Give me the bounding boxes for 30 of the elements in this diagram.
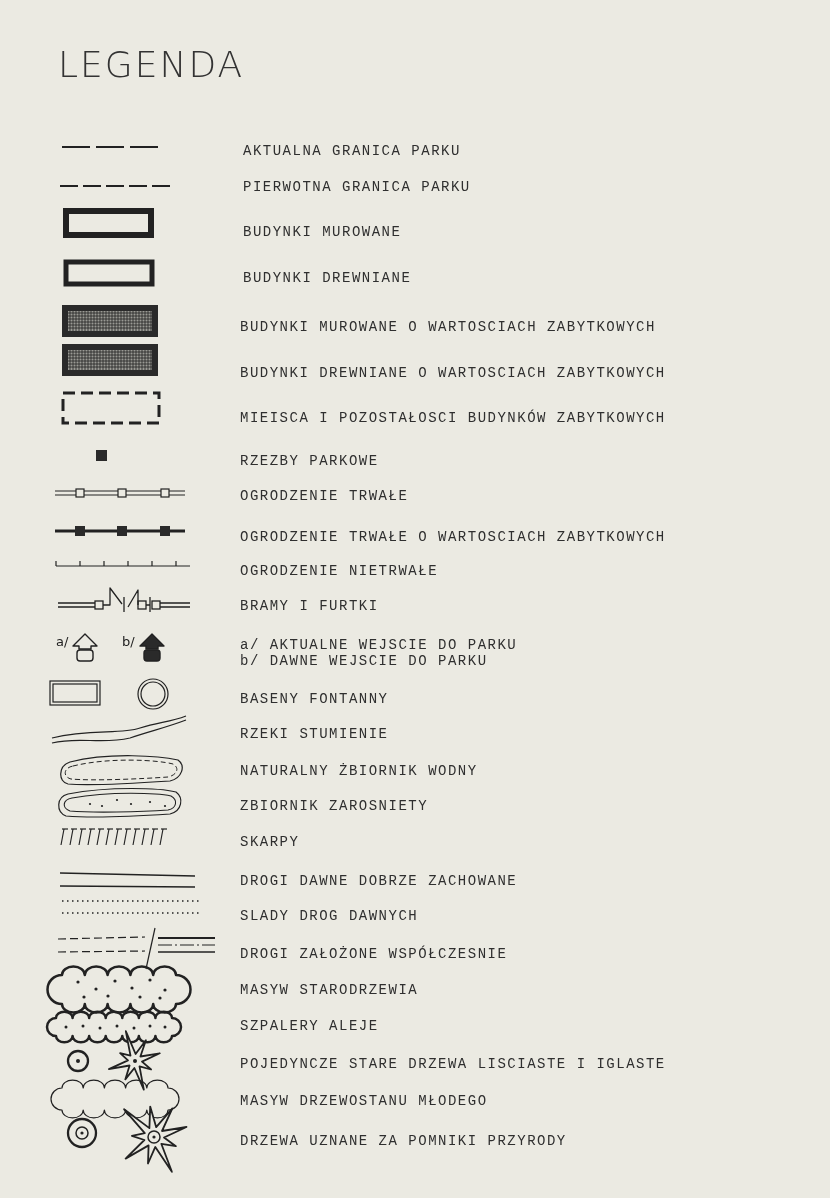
legend-label: SKARPY (240, 834, 300, 850)
legend-label: DRZEWA UZNANE ZA POMNIKI PRZYRODY (240, 1133, 567, 1149)
legend-label: DROGI DAWNE DOBRZE ZACHOWANE (240, 873, 518, 889)
legend-label: RZEZBY PARKOWE (240, 453, 379, 469)
legend-label: b/ DAWNE WEJSCIE DO PARKU (240, 653, 488, 669)
legend-label: BUDYNKI DREWNIANE (243, 270, 412, 286)
legend-label: POJEDYNCZE STARE DRZEWA LISCIASTE I IGLASTE (240, 1056, 666, 1072)
legend-label: ZBIORNIK ZAROSNIETY (240, 798, 429, 814)
legend-title: LEGENDA (58, 44, 245, 86)
legend-label: AKTUALNA GRANICA PARKU (243, 143, 461, 159)
legend-label: BUDYNKI MUROWANE (243, 224, 402, 240)
legend-label: BASENY FONTANNY (240, 691, 389, 707)
legend-label: RZEKI STUMIENIE (240, 726, 389, 742)
legend-label: SZPALERY ALEJE (240, 1018, 379, 1034)
legend-label: BUDYNKI DREWNIANE O WARTOSCIACH ZABYTKOWYCH (240, 365, 666, 381)
legend-label: OGRODZENIE TRWAŁE (240, 488, 409, 504)
item-letter: a/ (56, 634, 69, 649)
legend-label: MIEISCA I POZOSTAŁOSCI BUDYNKÓW ZABYTKOWYCH (240, 410, 666, 426)
legend-label: OGRODZENIE NIETRWAŁE (240, 563, 439, 579)
legend-label: BUDYNKI MUROWANE O WARTOSCIACH ZABYTKOWYCH (240, 319, 656, 335)
legend-label: a/ AKTUALNE WEJSCIE DO PARKU (240, 637, 518, 653)
legend-label: DROGI ZAŁOŻONE WSPÓŁCZESNIE (240, 946, 508, 962)
item-letter: b/ (122, 634, 135, 649)
legend-label: OGRODZENIE TRWAŁE O WARTOSCIACH ZABYTKOWYCH (240, 529, 666, 545)
legend-label: MASYW STARODRZEWIA (240, 982, 419, 998)
legend-label: MASYW DRZEWOSTANU MŁODEGO (240, 1093, 488, 1109)
legend-label: BRAMY I FURTKI (240, 598, 379, 614)
legend-label: NATURALNY ŻBIORNIK WODNY (240, 763, 478, 779)
legend-label: PIERWOTNA GRANICA PARKU (243, 179, 471, 195)
legend-label: SLADY DROG DAWNYCH (240, 908, 419, 924)
